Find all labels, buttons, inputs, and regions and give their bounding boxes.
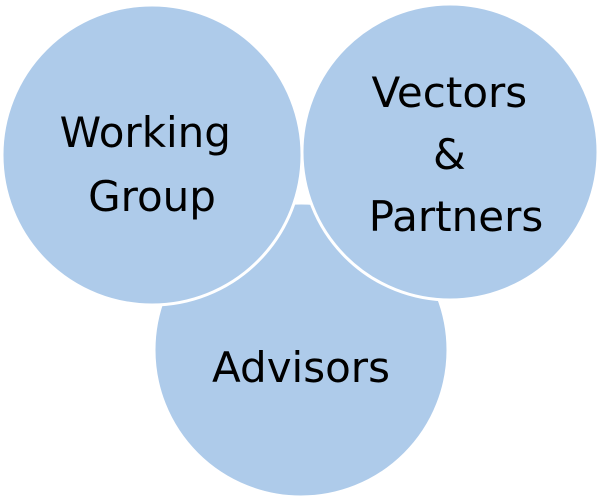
circle-advisors-label: Advisors xyxy=(212,343,390,392)
circle-advisors-label-line-1: Advisors xyxy=(212,343,390,392)
circle-vectors-partners-label-line-1: Vectors xyxy=(371,68,527,117)
circle-vectors-partners-label: Vectors & Partners xyxy=(369,68,544,241)
circle-working-group-label-line-1: Working xyxy=(60,108,231,157)
circle-vectors-partners-shape xyxy=(300,2,600,302)
circle-working-group: Working Group xyxy=(0,3,304,307)
circle-vectors-partners-label-line-3: Partners xyxy=(369,192,544,241)
circle-working-group-label: Working Group xyxy=(60,108,245,221)
circle-vectors-partners-label-line-2: & xyxy=(433,130,466,179)
circle-working-group-label-line-2: Group xyxy=(88,172,216,221)
circle-vectors-partners: Vectors & Partners xyxy=(300,2,600,302)
